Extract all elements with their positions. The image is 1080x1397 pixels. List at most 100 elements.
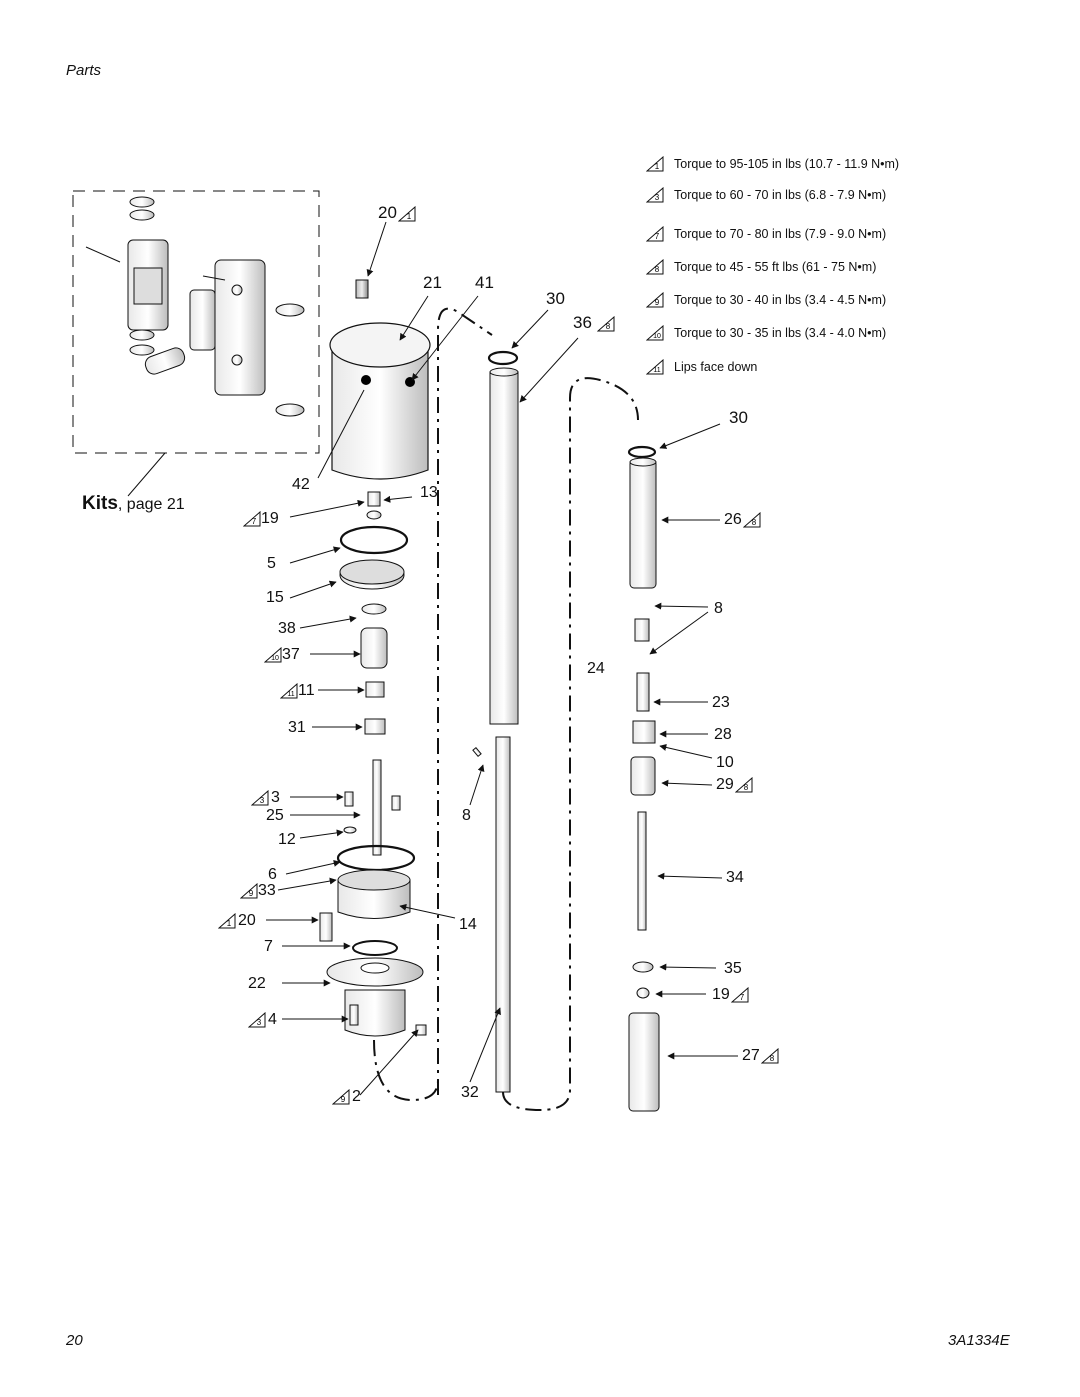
svg-text:3: 3 (260, 796, 265, 805)
legend-item: 3 Torque to 60 - 70 in lbs (6.8 - 7.9 N•… (646, 187, 886, 203)
svg-text:3: 3 (655, 193, 660, 202)
callout-28: 28 (714, 726, 732, 743)
reference-triangle-icon: 7 (646, 226, 664, 242)
legend-item: 7 Torque to 70 - 80 in lbs (7.9 - 9.0 N•… (646, 226, 886, 242)
reference-triangle-icon: 8 (596, 315, 615, 332)
reference-triangle-icon: 8 (742, 511, 761, 528)
reference-triangle-icon: 7 (730, 986, 749, 1003)
svg-text:11: 11 (287, 691, 294, 698)
reference-triangle-icon: 10 (646, 325, 664, 341)
svg-text:11: 11 (653, 367, 660, 374)
callout-6: 6 (268, 866, 277, 883)
svg-text:10: 10 (653, 333, 661, 340)
legend-item: 8 Torque to 45 - 55 ft lbs (61 - 75 N•m) (646, 259, 876, 275)
reference-triangle-icon: 8 (760, 1047, 779, 1064)
callout-31: 31 (288, 719, 306, 736)
svg-text:7: 7 (252, 517, 257, 526)
legend-text: Torque to 70 - 80 in lbs (7.9 - 9.0 N•m) (674, 227, 887, 241)
kits-page-ref: , page 21 (117, 496, 185, 513)
svg-text:8: 8 (770, 1054, 775, 1063)
kits-leader (127, 452, 166, 497)
svg-text:7: 7 (740, 993, 745, 1002)
kits-reference[interactable]: Kits, page 21 (82, 493, 185, 515)
pump-lower-illustration (627, 445, 660, 1112)
svg-text:1: 1 (227, 919, 232, 928)
legend-item: 1 Torque to 95-105 in lbs (10.7 - 11.9 N… (646, 156, 899, 172)
svg-text:1: 1 (655, 162, 660, 171)
callout-leaders (266, 221, 738, 1096)
svg-text:7: 7 (655, 232, 660, 241)
svg-text:1: 1 (407, 212, 412, 221)
callout-34: 34 (726, 869, 744, 886)
callout-30-a: 30 (546, 289, 565, 308)
callout-42: 42 (292, 476, 310, 493)
reference-triangle-icon: 10 (263, 646, 282, 663)
legend-text: Torque to 45 - 55 ft lbs (61 - 75 N•m) (674, 260, 877, 274)
callout-8-b: 8 (714, 600, 723, 617)
callout-35: 35 (724, 960, 742, 977)
svg-text:10: 10 (271, 655, 279, 662)
kits-label: Kits (82, 493, 118, 514)
callout-8-a: 8 (462, 807, 471, 824)
reference-triangle-icon: 11 (279, 682, 298, 699)
legend-text: Lips face down (674, 360, 758, 374)
legend-item: 11 Lips face down (646, 359, 757, 375)
reference-triangle-icon: 3 (247, 1011, 266, 1028)
callout-7: 7 (264, 938, 273, 955)
assembly-connector-lines (373, 307, 639, 1112)
callout-5: 5 (267, 555, 276, 572)
kits-outline-box (72, 190, 320, 454)
legend-text: Torque to 30 - 40 in lbs (3.4 - 4.5 N•m) (674, 293, 887, 307)
reference-triangle-icon: 8 (734, 776, 753, 793)
callout-32: 32 (461, 1084, 479, 1101)
reference-triangle-icon: 11 (646, 359, 664, 375)
callout-25: 25 (266, 807, 284, 824)
reference-triangle-icon: 9 (239, 882, 258, 899)
callout-12: 12 (278, 831, 296, 848)
legend-text: Torque to 95-105 in lbs (10.7 - 11.9 N•m… (674, 157, 900, 171)
svg-text:8: 8 (744, 783, 749, 792)
reference-triangle-icon: 1 (646, 156, 664, 172)
callout-14: 14 (459, 916, 477, 933)
kit-parts-illustration (85, 196, 305, 417)
pump-housing (329, 279, 431, 480)
reference-triangle-icon: 1 (397, 205, 416, 222)
callout-13: 13 (420, 484, 438, 501)
piston-stack-illustration (319, 491, 427, 1037)
callout-15: 15 (266, 589, 284, 606)
section-title: Parts (66, 62, 102, 79)
svg-text:8: 8 (605, 322, 610, 331)
callout-21: 21 (423, 273, 442, 292)
callout-36: 36 8 (573, 313, 625, 333)
document-number: 3A1334E (948, 1332, 1010, 1349)
reference-triangle-icon: 3 (250, 789, 269, 806)
svg-text:9: 9 (341, 1095, 346, 1104)
callout-10: 10 (716, 754, 734, 771)
svg-text:8: 8 (655, 265, 660, 274)
reference-triangle-icon: 9 (646, 292, 664, 308)
svg-text:8: 8 (752, 518, 757, 527)
displacement-tube-illustration (472, 350, 519, 1093)
legend-text: Torque to 30 - 35 in lbs (3.4 - 4.0 N•m) (674, 326, 887, 340)
reference-triangle-icon: 3 (646, 187, 664, 203)
callout-23: 23 (712, 694, 730, 711)
reference-triangle-icon: 1 (217, 912, 236, 929)
legend-item: 10 Torque to 30 - 35 in lbs (3.4 - 4.0 N… (646, 325, 886, 341)
svg-text:3: 3 (257, 1018, 262, 1027)
svg-text:9: 9 (655, 298, 660, 307)
callout-22: 22 (248, 975, 266, 992)
reference-triangle-icon: 7 (242, 510, 261, 527)
callout-24: 24 (587, 660, 605, 677)
